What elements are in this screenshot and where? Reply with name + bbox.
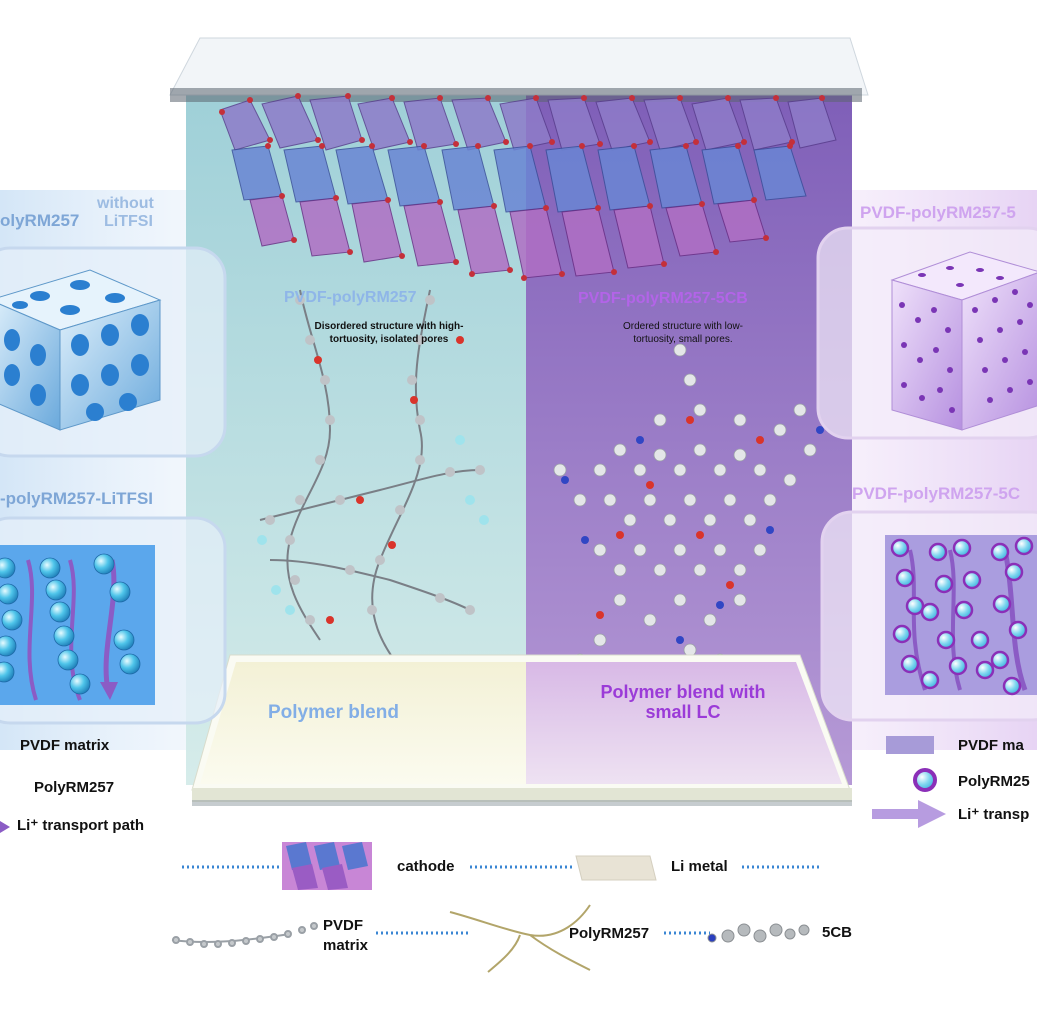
left-legend-icons (0, 821, 10, 833)
right-porous-cube (890, 251, 1037, 431)
left-transport-diagram (0, 545, 155, 705)
left-mid-title: -polyRM257-LiTFSI (0, 489, 154, 508)
key-pvdf-label-line-1: PVDF (323, 917, 364, 934)
top-glass-slab (169, 37, 869, 96)
key-cathode-label: cathode (397, 858, 455, 875)
base-right-label: Polymer blend with small LC (560, 682, 806, 722)
center-right-title: PVDF-polyRM257-5CB (578, 290, 748, 307)
base-edge (192, 788, 852, 802)
left-legend-matrix-label: PVDF matrix (20, 737, 110, 754)
right-legend-matrix-swatch-icon (886, 736, 934, 754)
right-legend-matrix-label: PVDF ma (958, 737, 1024, 754)
right-legend-arrow-icon (918, 800, 946, 828)
center-right-desc-line-1: Ordered structure with low- (622, 321, 744, 332)
center-left-title: PVDF-polyRM257 (284, 289, 417, 306)
left-top-title-suffix-1: without (97, 195, 154, 212)
left-top-title-suffix-2: LiTFSI (104, 213, 153, 230)
polymer-atoms-left (257, 295, 489, 695)
right-top-title: PVDF-polyRM257-5 (860, 203, 1016, 222)
right-mid-title: PVDF-polyRM257-5C (852, 484, 1021, 503)
key-5cb-label: 5CB (822, 924, 853, 941)
center-right-description: Ordered structure with low- tortuosity, … (585, 320, 781, 346)
base-right-label-line-2: small LC (645, 702, 721, 722)
base-right-label-line-1: Polymer blend with (600, 682, 766, 702)
key-pvdf-label: PVDF matrix (323, 916, 368, 956)
pvdf-chain-icon (171, 922, 318, 948)
right-transport-diagram (885, 535, 1037, 696)
left-top-title: olyRM257 (0, 211, 80, 230)
right-legend-icons (872, 736, 946, 828)
right-legend-ring-sphere-icon (913, 768, 937, 792)
left-legend-polyrm-label: PolyRM257 (34, 779, 115, 796)
center-left-description: Disordered structure with high- tortuosi… (270, 320, 508, 346)
left-legend-arrow-icon (0, 821, 10, 833)
key-polyrm257-label: PolyRM257 (569, 925, 650, 942)
base-right-section (526, 662, 842, 784)
center-left-desc-line-1: Disordered structure with high- (314, 321, 464, 332)
center-left-desc-line-2: tortuosity, isolated pores (329, 334, 449, 345)
right-legend-transport-label: Li⁺ transp (958, 806, 1030, 823)
cathode-crystal-lattice (219, 93, 837, 281)
base-left-label: Polymer blend (268, 702, 399, 723)
left-porous-cube (0, 269, 162, 431)
base-left-section (200, 662, 526, 784)
li-metal-mini-icon (575, 855, 657, 881)
cathode-mini-icon (282, 842, 372, 890)
right-legend-arrow-shaft (872, 809, 920, 819)
left-legend-transport-label: Li⁺ transport path (17, 817, 145, 834)
bottom-key-graphics (171, 842, 820, 973)
polymer-blend-molecule-right (553, 343, 824, 677)
key-li-metal-label: Li metal (671, 858, 728, 875)
base-shadow (192, 800, 852, 806)
key-pvdf-label-line-2: matrix (323, 937, 369, 954)
right-legend-polyrm-label: PolyRM25 (958, 773, 1030, 790)
5cb-mini-icon (707, 923, 810, 943)
center-right-desc-line-2: tortuosity, small pores. (633, 334, 733, 345)
polyrm257-mini-icon (449, 904, 591, 973)
